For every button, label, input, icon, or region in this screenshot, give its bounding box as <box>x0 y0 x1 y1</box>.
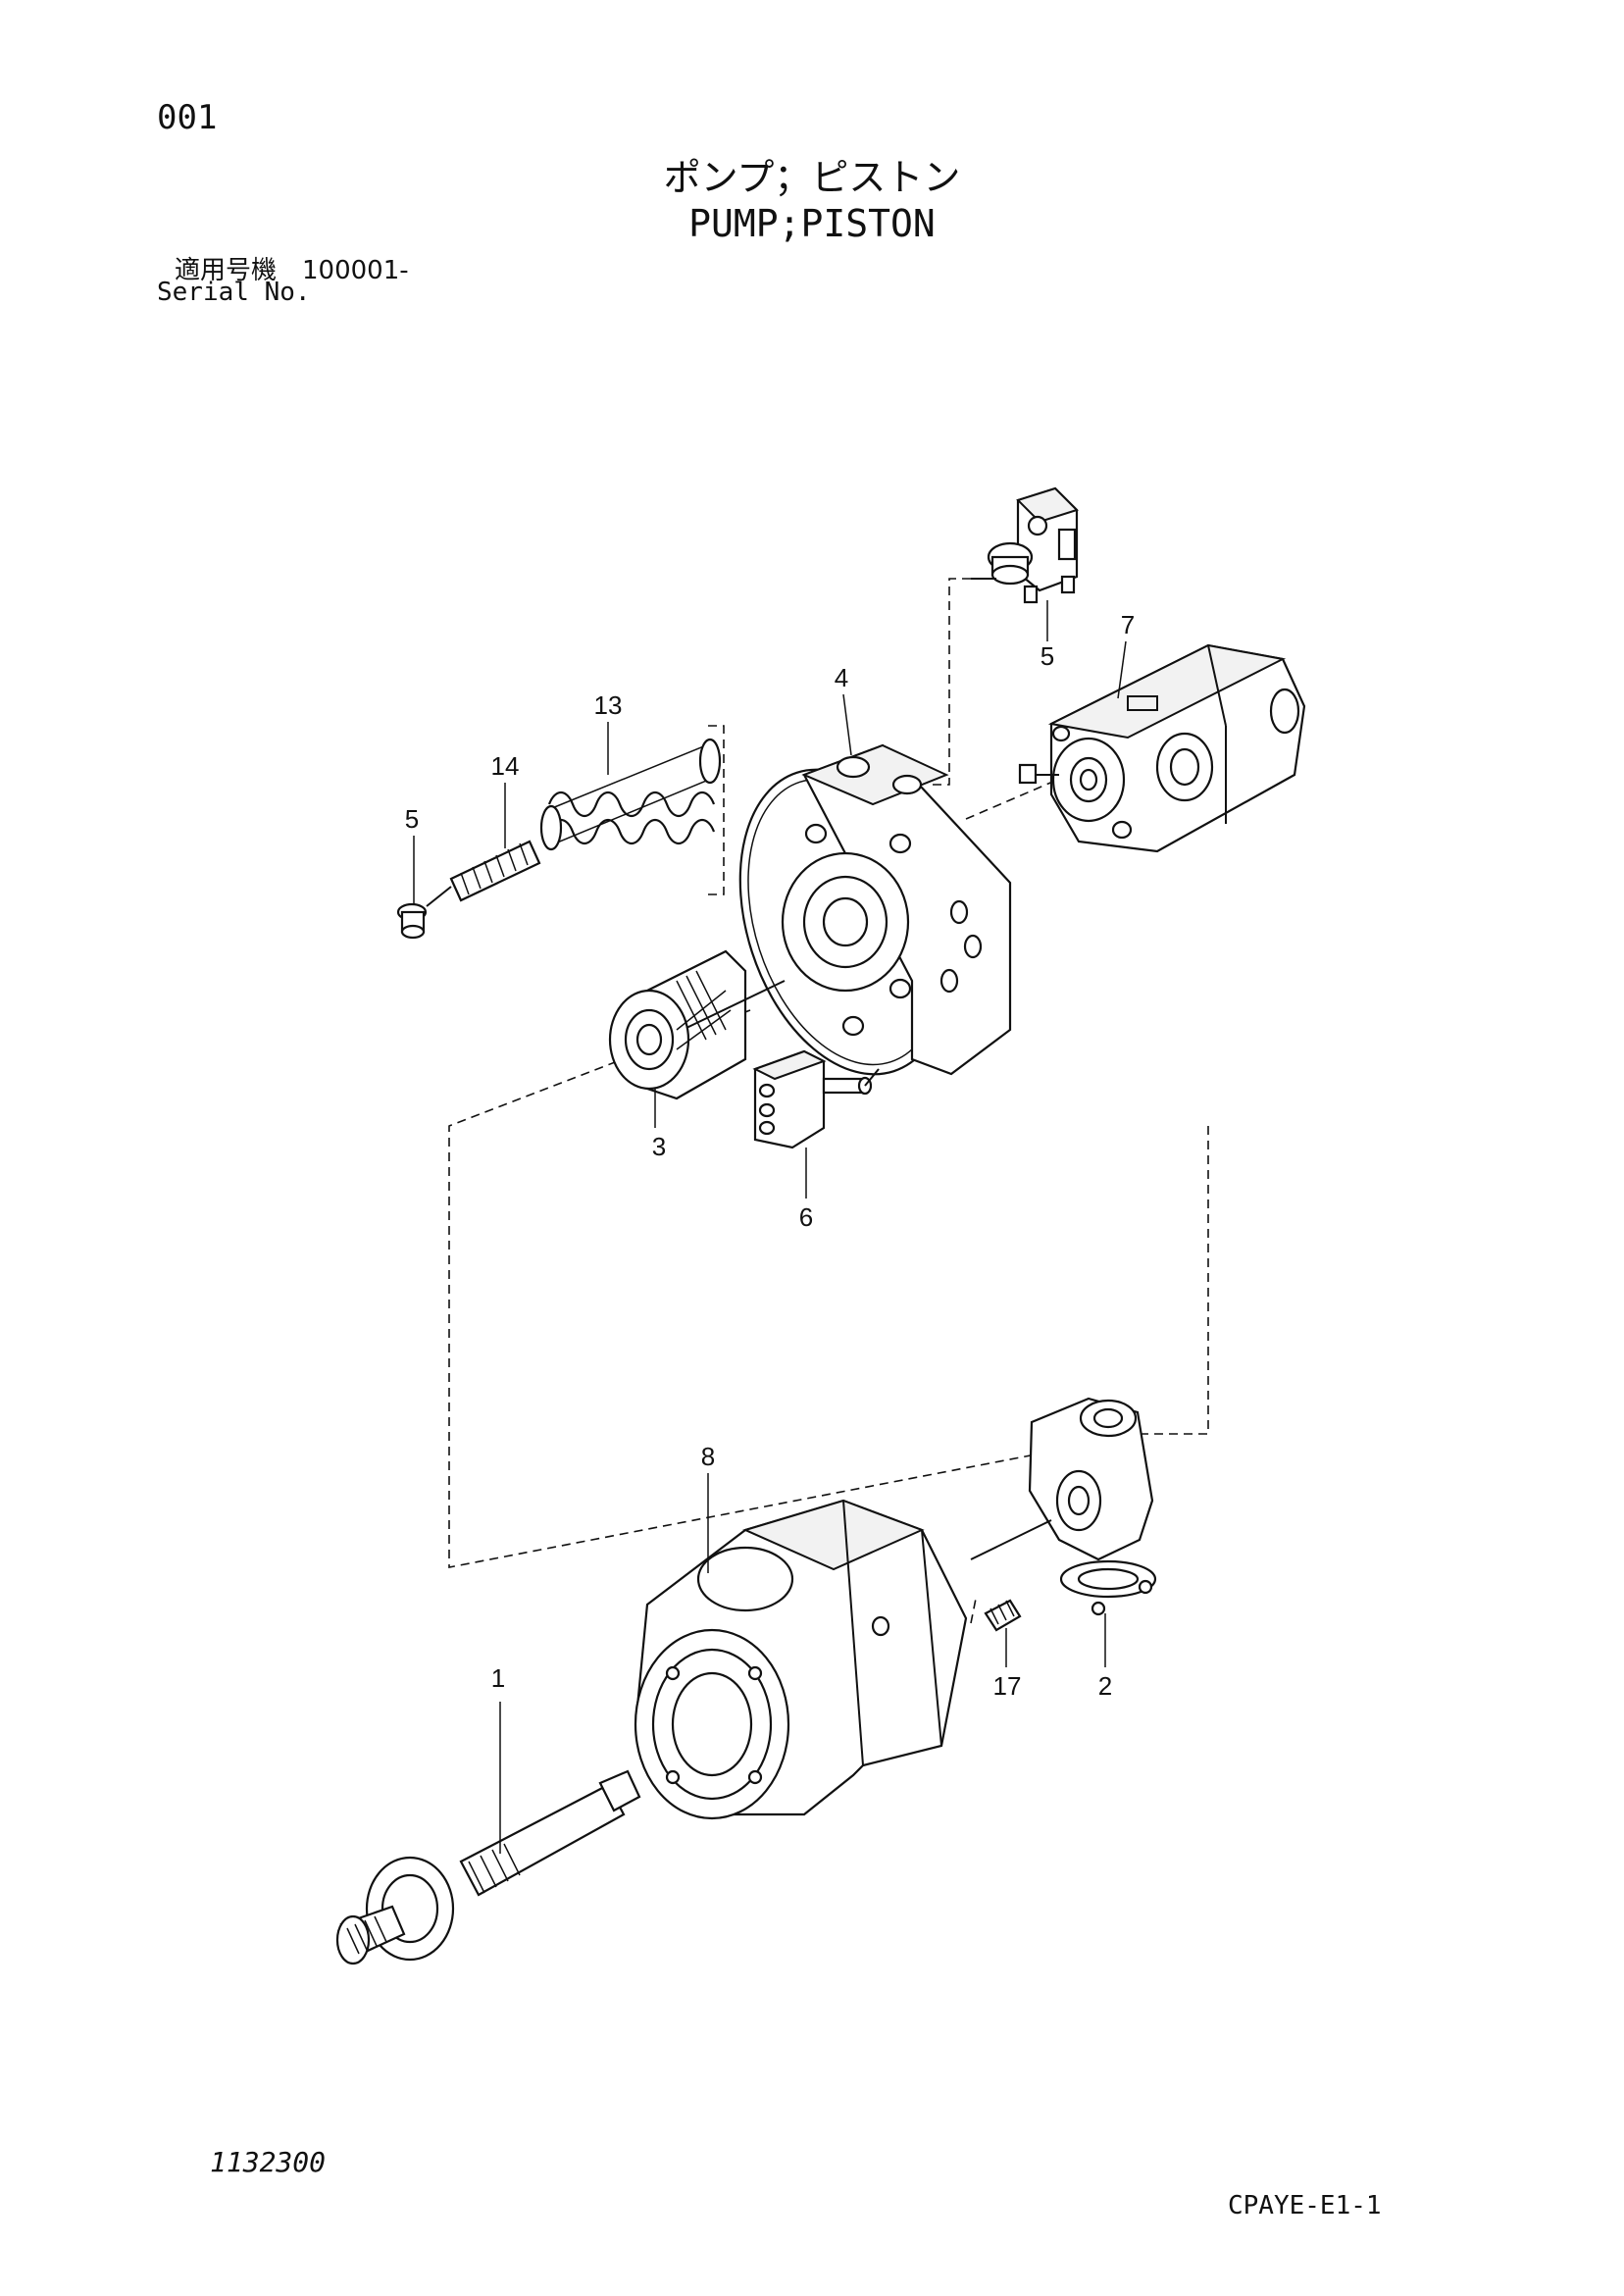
guide-line-housing-box <box>448 1009 1209 1568</box>
callout-6: 6 <box>799 1202 813 1232</box>
callout-5-left: 5 <box>405 804 419 834</box>
leader-line-7 <box>1117 640 1127 699</box>
drawing-number: 1132300 <box>210 2146 327 2178</box>
title-english: PUMP;PISTON <box>688 202 936 245</box>
callout-3: 3 <box>652 1132 666 1161</box>
part-cylinder-block <box>608 949 786 1100</box>
callout-1: 1 <box>491 1663 505 1693</box>
leader-line-4 <box>842 693 852 756</box>
callout-7: 7 <box>1121 610 1135 639</box>
callout-8: 8 <box>701 1442 715 1471</box>
part-drive-shaft <box>335 1769 641 1965</box>
callout-5-top: 5 <box>1040 641 1054 671</box>
callout-17: 17 <box>993 1671 1022 1701</box>
part-gear-pump <box>1018 643 1306 853</box>
callout-2: 2 <box>1098 1671 1112 1701</box>
sheet-code: CPAYE-E1-1 <box>1228 2191 1382 2220</box>
title-japanese: ポンプ；ピストン <box>663 156 961 199</box>
guide-line-spring <box>704 725 725 895</box>
part-pump-housing <box>634 1499 968 1820</box>
part-port-plate <box>738 743 1012 1076</box>
guide-line-plug <box>970 1598 977 1624</box>
part-control-valve-top <box>971 486 1079 604</box>
part-spring-small <box>449 840 541 902</box>
callout-4: 4 <box>835 663 848 692</box>
part-plug <box>984 1599 1022 1632</box>
serial-label-english: Serial No. <box>157 278 311 307</box>
part-valve-bracket <box>752 1049 880 1149</box>
page-number: 001 <box>157 98 218 137</box>
part-spring-large <box>539 738 722 851</box>
part-swash-yoke <box>970 1397 1157 1616</box>
part-plunger-left <box>396 886 452 940</box>
callout-13: 13 <box>594 690 623 720</box>
guide-line-valve-top <box>930 578 971 786</box>
serial-label-japanese: 適用号機 100001- <box>175 256 409 285</box>
callout-14: 14 <box>491 751 520 781</box>
